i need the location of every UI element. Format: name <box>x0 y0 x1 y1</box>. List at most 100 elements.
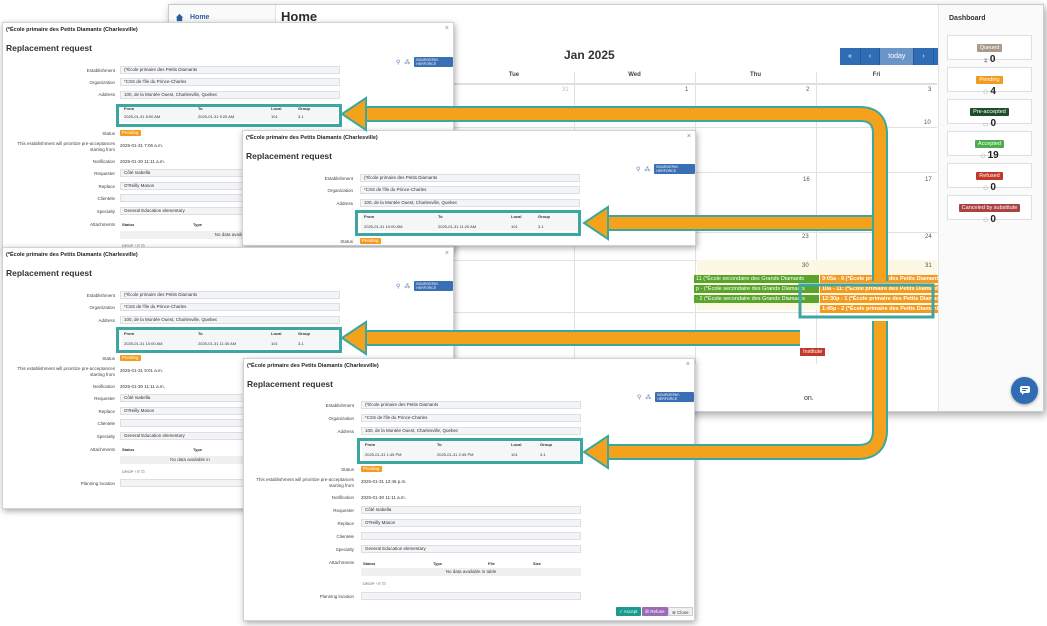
column-header: To <box>437 442 442 447</box>
schedule-table: From To Local Group 2025-01-31 1:45 PM 2… <box>362 441 579 460</box>
prev-button[interactable]: ‹ <box>860 48 881 65</box>
field-label: Notification <box>331 495 354 500</box>
field-label: Specialty <box>96 434 115 439</box>
establishment-field[interactable]: (*École primaire des Petits Diamants <box>361 401 581 409</box>
drop-zone[interactable]: DROP ↑IT ⊡ <box>363 581 386 586</box>
sitemap-icon[interactable]: ⁂ <box>644 166 651 173</box>
field-label: Address <box>337 429 354 434</box>
column-header: To <box>198 331 203 336</box>
chat-button[interactable] <box>1011 377 1038 404</box>
organization-field[interactable]: *CSS de l'Île du Prince-Charles <box>361 414 581 422</box>
planning-location-field[interactable] <box>361 592 581 600</box>
day-number[interactable]: 3 <box>928 87 932 93</box>
column-header: Group <box>538 214 550 219</box>
organization-field[interactable]: *CSS de l'Île du Prince-Charles <box>120 78 340 86</box>
organization-field[interactable]: *CSS de l'Île du Prince-Charles <box>120 303 340 311</box>
dialog-heading: Replacement request <box>247 379 333 389</box>
calendar-icon: ▭ <box>982 122 989 128</box>
field-label: Attachments <box>89 447 115 452</box>
specialty-field[interactable]: General Education elementary <box>361 545 581 553</box>
day-number[interactable]: 10 <box>924 120 931 126</box>
sitemap-icon[interactable]: ⁂ <box>404 59 411 66</box>
day-number[interactable]: 24 <box>925 234 932 240</box>
location-pin-icon[interactable]: ⚲ <box>396 283 401 290</box>
day-number[interactable]: 31 <box>562 87 569 93</box>
page-title: Home <box>281 9 318 24</box>
sidebar-item-home[interactable]: Home <box>175 13 209 22</box>
clientele-field[interactable] <box>361 532 581 540</box>
day-number[interactable]: 1 <box>685 87 689 93</box>
dashboard-panel: Dashboard Queued ⧗0 Pending ⚇4 Pre-accep… <box>938 5 1043 411</box>
accept-button[interactable]: ✓ Accept <box>616 607 641 616</box>
schedule-from: 2025-01-31 10:00 AM <box>124 341 163 346</box>
today-button[interactable]: today <box>880 48 915 65</box>
column-header: Group <box>298 331 310 336</box>
next-button[interactable]: › <box>914 48 934 65</box>
calendar-event[interactable]: - 2 (*École secondaire des Grands Diaman… <box>694 295 819 303</box>
drop-zone[interactable]: DROP ↑IT ⊡ <box>122 469 145 474</box>
organization-field[interactable]: *CSS de l'Île du Prince-Charles <box>360 186 580 194</box>
location-pin-icon[interactable]: ⚲ <box>396 59 401 66</box>
calendar-event[interactable]: p - (*École secondaire des Grands Diaman… <box>694 285 819 293</box>
establishment-field[interactable]: (*École primaire des Petits Diamants <box>120 291 340 299</box>
requester-field[interactable]: Côté Isabella <box>361 506 581 514</box>
count: 19 <box>987 150 999 161</box>
dialog-title: (*École primaire des Petits Diamants (Ch… <box>247 363 379 369</box>
location-pin-icon[interactable]: ⚲ <box>636 166 641 173</box>
location-pin-icon[interactable]: ⚲ <box>637 394 642 401</box>
count: 0 <box>990 182 996 193</box>
field-label: Replace <box>98 184 115 189</box>
calendar-event[interactable]: 1:45p - 2 (*École primaire des Petits Di… <box>820 305 945 313</box>
close-icon[interactable]: × <box>444 250 449 257</box>
calendar-event[interactable]: 10a - 11: (*École primaire des Petits Di… <box>820 285 945 293</box>
day-number[interactable]: 16 <box>803 177 810 183</box>
no-data-row: No data available in <box>120 456 260 464</box>
establishment-field[interactable]: (*École primaire des Petits Diamants <box>120 66 340 74</box>
field-label: Notification <box>92 384 115 389</box>
drop-zone[interactable]: DROP ↑IT ⊡ <box>122 243 145 248</box>
day-number[interactable]: 30 <box>802 263 809 269</box>
field-label: Planning location <box>319 594 354 599</box>
column-header: To <box>198 106 203 111</box>
address-field[interactable]: 100, de la Montée Ouest, Charlesville, Q… <box>120 316 340 324</box>
field-label: Status <box>341 467 354 472</box>
field-label: Attachments <box>89 222 115 227</box>
home-icon <box>175 13 184 22</box>
field-label: Status <box>102 131 115 136</box>
dashboard-card-pending[interactable]: Pending ⚇4 <box>947 67 1032 97</box>
column-header: From <box>365 442 375 447</box>
close-icon[interactable]: × <box>444 25 449 32</box>
dashboard-card-canceled[interactable]: Canceled by substitute ⚇0 <box>947 195 1032 225</box>
arrow-head <box>340 96 367 132</box>
day-number[interactable]: 2 <box>806 87 810 93</box>
status-badge: Pending <box>120 130 141 136</box>
prioritize-value: 2025-01-31 12:46 p.m. <box>361 479 407 484</box>
status-badge: Canceled by substitute <box>958 204 1021 212</box>
address-field[interactable]: 100, de la Montée Ouest, Charlesville, Q… <box>360 199 580 207</box>
calendar-event[interactable]: 11 (*École secondaire des Grands Diamant… <box>694 275 819 283</box>
dashboard-card-accepted[interactable]: Accepted ⚇19 <box>947 131 1032 161</box>
day-number[interactable]: 31 <box>925 263 932 269</box>
first-button[interactable]: « <box>840 48 861 65</box>
close-icon[interactable]: × <box>686 133 691 140</box>
refuse-button[interactable]: ☒ Refuse <box>642 607 668 616</box>
address-field[interactable]: 100, de la Montée Ouest, Charlesville, Q… <box>361 427 581 435</box>
dashboard-card-queued[interactable]: Queued ⧗0 <box>947 35 1032 65</box>
dialog-title: (*École primaire des Petits Diamants (Ch… <box>6 27 138 33</box>
dashboard-card-refused[interactable]: Refused ⚇0 <box>947 163 1032 193</box>
close-icon[interactable]: × <box>685 361 690 368</box>
dashboard-card-preaccepted[interactable]: Pre-accepted ▭0 <box>947 99 1032 129</box>
day-number[interactable]: 23 <box>802 234 809 240</box>
sitemap-icon[interactable]: ⁂ <box>404 283 411 290</box>
calendar-event[interactable]: 12:30p - 1 (*École primaire des Petits D… <box>820 295 945 303</box>
close-button[interactable]: ⊗ Close <box>668 607 693 616</box>
replace-field[interactable]: O'Reilly Mason <box>361 519 581 527</box>
day-number[interactable]: 17 <box>925 177 932 183</box>
field-label: Establishment <box>86 68 115 73</box>
institute-badge: Institute <box>800 348 826 356</box>
sitemap-icon[interactable]: ⁂ <box>645 394 652 401</box>
column-header: Local <box>511 214 522 219</box>
field-label: Requester <box>333 508 354 513</box>
establishment-field[interactable]: (*École primaire des Petits Diamants <box>360 174 580 182</box>
address-field[interactable]: 100, de la Montée Ouest, Charlesville, Q… <box>120 91 340 99</box>
